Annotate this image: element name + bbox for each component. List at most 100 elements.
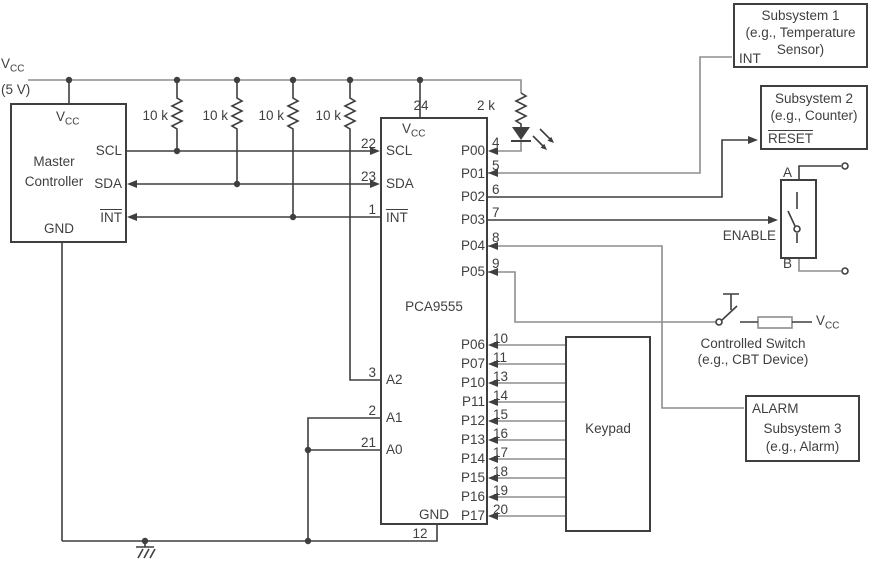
pin-num-a1: 2	[368, 403, 376, 418]
master-pin-gnd: GND	[44, 221, 74, 236]
controlled-switch-device-body	[757, 316, 793, 329]
master-pin-int: INT	[100, 209, 122, 225]
pin-label-sda: SDA	[386, 176, 414, 191]
wire-gnd-rail	[62, 525, 438, 542]
pin-label-a0: A0	[386, 442, 403, 457]
pin-label-p04: P04	[460, 238, 485, 253]
controlled-switch-line1: Controlled Switch	[700, 336, 806, 351]
pin-num-a2: 3	[368, 365, 376, 380]
pin-num-sda: 23	[360, 169, 376, 184]
subsystem2-pin-reset: RESET	[768, 130, 814, 146]
led-light-arrowhead-1	[540, 143, 547, 150]
pin-num-p14: 17	[493, 445, 509, 460]
master-pin-scl: SCL	[95, 143, 122, 158]
controlled-switch-line2: (e.g., CBT Device)	[697, 352, 809, 367]
arrow-int-out	[127, 213, 137, 221]
pin-num-p15: 18	[493, 464, 509, 479]
arrow-enable	[768, 216, 778, 224]
pin-label-p00: P00	[460, 143, 485, 158]
master-pin-sda: SDA	[94, 176, 122, 191]
resistor-10k-3	[286, 80, 300, 217]
enable-terminal-a-circle	[841, 162, 849, 170]
pin-num-p10: 13	[493, 369, 509, 384]
resistor-value-3: 10 k	[258, 108, 284, 123]
resistor-value-4: 10 k	[315, 108, 341, 123]
pin-num-p07: 11	[493, 350, 508, 365]
pin-num-p03: 7	[492, 205, 500, 220]
subsystem3-pin-alarm: ALARM	[752, 401, 799, 416]
enable-switch-box	[780, 179, 817, 259]
master-controller-box	[10, 103, 127, 243]
wire-vcc-rail	[28, 79, 522, 93]
wire-led-to-p00	[497, 142, 522, 152]
pin-num-p13: 16	[493, 426, 509, 441]
pin-label-p16: P16	[460, 489, 485, 504]
pin-num-p12: 15	[493, 407, 509, 422]
pca-pin24-num: 24	[413, 98, 429, 113]
pin-label-p14: P14	[460, 451, 485, 466]
ground-symbol	[136, 541, 156, 559]
pin-label-p10: P10	[460, 375, 485, 390]
pin-label-p13: P13	[460, 432, 485, 447]
resistor-10k-4-to-a2	[343, 80, 380, 381]
pin-num-p06: 10	[493, 331, 509, 346]
keypad-label: Keypad	[585, 421, 631, 436]
subsystem1-text: Subsystem 1 (e.g., Temperature Sensor)	[745, 8, 856, 57]
pin-label-p01: P01	[460, 166, 485, 181]
subsystem2-text: Subsystem 2 (e.g., Counter)	[770, 91, 858, 123]
enable-terminal-a-label: A	[783, 165, 793, 180]
controlled-switch-symbol	[721, 293, 812, 323]
led-light-arrow-lines	[532, 128, 551, 147]
pin-num-p02: 6	[492, 182, 500, 197]
resistor-2k	[514, 92, 528, 127]
led-triangle	[512, 127, 530, 140]
pin-label-a2: A2	[386, 372, 403, 387]
subsystem3-line2: (e.g., Alarm)	[765, 439, 840, 454]
pin-label-p07: P07	[460, 356, 485, 371]
pin-num-p00: 4	[492, 135, 500, 150]
enable-label: ENABLE	[722, 228, 776, 243]
pin-num-int: 1	[368, 202, 376, 217]
pin-label-int: INT	[386, 209, 408, 225]
subsystem3-box	[745, 395, 860, 462]
pin-num-p11: 14	[493, 388, 509, 403]
pca-pin-vcc: VCC	[402, 121, 426, 140]
pin-label-p15: P15	[460, 470, 485, 485]
pin-num-p01: 5	[492, 158, 500, 173]
pin-label-a1: A1	[386, 410, 403, 425]
pin-label-p06: P06	[460, 337, 485, 352]
arrow-reset	[748, 136, 758, 144]
resistor-value-1: 10 k	[142, 108, 168, 123]
pin-label-p03: P03	[460, 212, 485, 227]
subsystem2-box	[760, 85, 868, 150]
subsystem3-line1: Subsystem 3	[763, 421, 842, 436]
led-light-arrowhead-2	[547, 136, 554, 143]
resistor-10k-2	[230, 80, 244, 184]
subsystem1-box	[733, 3, 868, 68]
pin-num-p05: 9	[492, 256, 500, 271]
pin-label-scl: SCL	[386, 143, 413, 158]
pin-label-p02: P02	[460, 189, 485, 204]
master-pin-vcc: VCC	[56, 109, 80, 128]
controlled-switch-vcc-label: VCC	[816, 313, 840, 332]
pin-label-p17: P17	[460, 508, 485, 523]
enable-terminal-b-circle	[841, 267, 849, 275]
arrow-sda-out	[127, 180, 137, 188]
resistor-value-2: 10 k	[202, 108, 228, 123]
wire-enable-b	[798, 259, 841, 272]
wire-p05-to-switch	[488, 271, 716, 323]
pin-label-p12: P12	[460, 413, 485, 428]
pin-num-p04: 8	[492, 230, 500, 245]
master-title-line1: Master	[33, 154, 75, 169]
pin-num-p16: 19	[493, 483, 509, 498]
pin-label-p11: P11	[461, 394, 485, 409]
vcc-supply-label: VCC	[1, 56, 25, 75]
pca9555-box	[380, 117, 488, 525]
wire-p01-to-subsystem1	[488, 56, 732, 174]
master-title-line2: Controller	[24, 174, 84, 189]
enable-terminal-b-label: B	[783, 256, 793, 271]
controlled-switch-contact-circle	[715, 318, 723, 326]
pin-num-a0: 21	[360, 435, 376, 450]
pca-name: PCA9555	[405, 299, 463, 314]
